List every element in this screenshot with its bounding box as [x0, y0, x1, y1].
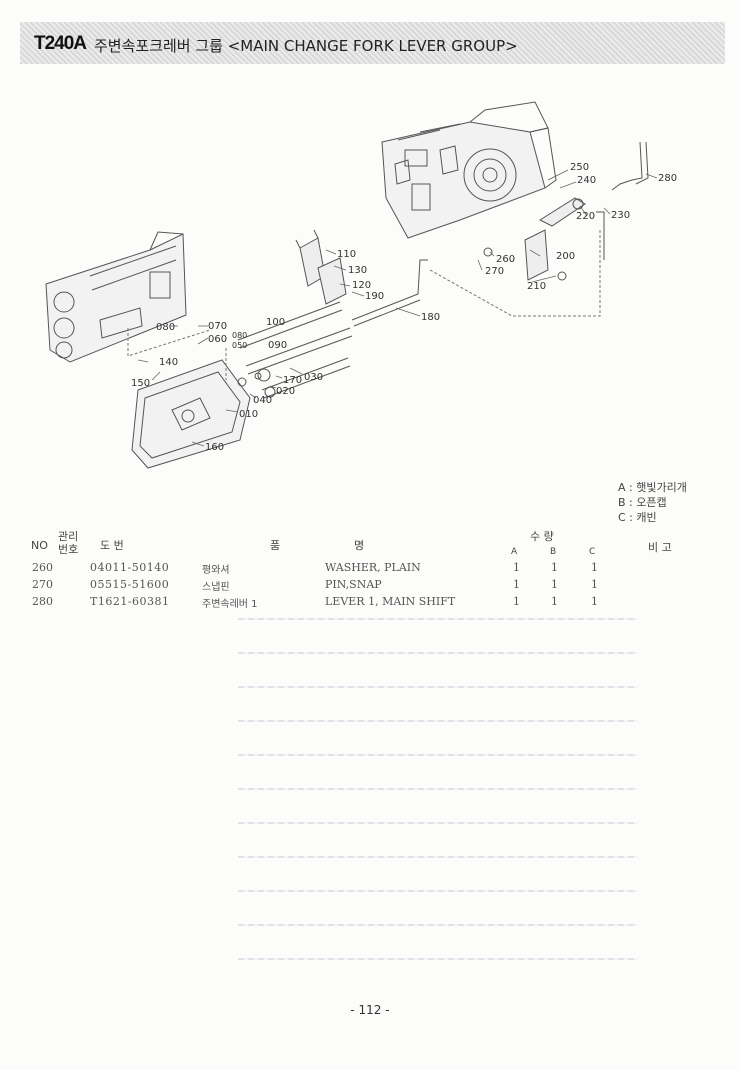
- callout-220: 220: [576, 211, 595, 222]
- row-rule: [238, 890, 638, 892]
- callout-240: 240: [577, 175, 596, 186]
- header-name-a: 품: [270, 539, 281, 552]
- legend-a: A : 햇빛가리개: [618, 481, 687, 494]
- callout-120: 120: [352, 280, 371, 291]
- header-qty: 수 량: [530, 530, 554, 543]
- callout-230: 230: [611, 210, 630, 221]
- row-rule: [238, 652, 638, 654]
- callout-200: 200: [556, 251, 575, 262]
- callout-040: 040: [253, 395, 272, 406]
- cell-qty-a: 1: [513, 578, 520, 591]
- cell-qty-a: 1: [513, 561, 520, 574]
- callout-070: 070: [208, 321, 227, 332]
- table-row: 270 05515-51600 스냅핀 PIN,SNAP 1 1 1: [0, 578, 740, 594]
- header-mgmt-bottom: 번호: [58, 543, 79, 556]
- row-rule: [238, 822, 638, 824]
- callout-160: 160: [205, 442, 224, 453]
- row-rule: [238, 924, 638, 926]
- cell-name-en: LEVER 1, MAIN SHIFT: [325, 595, 456, 608]
- table-row: 260 04011-50140 평와셔 WASHER, PLAIN 1 1 1: [0, 561, 740, 577]
- header-no: NO: [31, 539, 48, 552]
- callout-250: 250: [570, 162, 589, 173]
- row-rule: [238, 618, 638, 620]
- cell-qty-c: 1: [591, 561, 598, 574]
- cover-plate-drawing: [131, 359, 251, 469]
- callout-180: 180: [421, 312, 440, 323]
- cell-qty-b: 1: [551, 578, 558, 591]
- callout-090: 090: [268, 340, 287, 351]
- exploded-parts-diagram: 250 240 280 220 230 200 260 270 210 110 …: [45, 101, 677, 469]
- header-name-b: 명: [354, 539, 365, 552]
- table-row: 280 T1621-60381 주변속레버 1 LEVER 1, MAIN SH…: [0, 595, 740, 611]
- callout-130: 130: [348, 265, 367, 276]
- cell-part-no: T1621-60381: [90, 595, 170, 608]
- row-rule: [238, 754, 638, 756]
- cell-part-no: 05515-51600: [90, 578, 170, 591]
- cell-qty-b: 1: [551, 595, 558, 608]
- rod-drawing: [351, 259, 428, 321]
- cell-name-kr: 평와셔: [202, 565, 230, 576]
- group-code: T240A: [34, 33, 87, 54]
- callout-280: 280: [658, 173, 677, 184]
- callout-060: 060: [208, 334, 227, 345]
- cell-qty-b: 1: [551, 561, 558, 574]
- header-mgmt-top: 관리: [58, 530, 79, 543]
- page-header: T240A 주변속포크레버 그룹 <MAIN CHANGE FORK LEVER…: [20, 22, 725, 64]
- fork-housing-drawing: [45, 231, 187, 363]
- callout-050: 050: [232, 341, 247, 350]
- row-rule: [238, 686, 638, 688]
- row-rule: [238, 958, 638, 960]
- callout-110: 110: [337, 249, 356, 260]
- cell-qty-c: 1: [591, 578, 598, 591]
- cell-name-en: WASHER, PLAIN: [325, 561, 421, 574]
- variant-legend: A : 햇빛가리개 B : 오픈캡 C : 캐빈: [618, 480, 687, 525]
- callout-170: 170: [283, 375, 302, 386]
- header-remark: 비 고: [648, 541, 672, 554]
- callout-140: 140: [159, 357, 178, 368]
- shift-rods-drawing: [237, 229, 353, 399]
- cell-name-kr: 주변속레버 1: [202, 599, 258, 610]
- callout-020: 020: [276, 386, 295, 397]
- cell-no: 270: [32, 578, 53, 591]
- row-rule: [238, 856, 638, 858]
- callout-080a: 080: [156, 322, 175, 333]
- callout-190: 190: [365, 291, 384, 302]
- cell-no: 260: [32, 561, 53, 574]
- callout-080b: 080: [232, 331, 247, 340]
- callout-010: 010: [239, 409, 258, 420]
- cell-qty-c: 1: [591, 595, 598, 608]
- shift-lever-drawing: [483, 141, 649, 281]
- cell-qty-a: 1: [513, 595, 520, 608]
- cell-no: 280: [32, 595, 53, 608]
- cell-name-en: PIN,SNAP: [325, 578, 382, 591]
- callout-100: 100: [266, 317, 285, 328]
- callout-210: 210: [527, 281, 546, 292]
- row-rule: [238, 720, 638, 722]
- legend-c: C : 캐빈: [618, 511, 657, 524]
- callout-150: 150: [131, 378, 150, 389]
- header-qty-b: B: [550, 547, 557, 557]
- cell-part-no: 04011-50140: [90, 561, 170, 574]
- cell-name-kr: 스냅핀: [202, 582, 230, 593]
- header-qty-c: C: [589, 547, 596, 557]
- transmission-case-drawing: [381, 101, 557, 239]
- row-rule: [238, 788, 638, 790]
- callout-030: 030: [304, 372, 323, 383]
- header-part-no: 도 번: [100, 539, 124, 552]
- group-title: 주변속포크레버 그룹 <MAIN CHANGE FORK LEVER GROUP…: [94, 37, 518, 55]
- header-qty-a: A: [511, 547, 518, 557]
- callout-270: 270: [485, 266, 504, 277]
- legend-b: B : 오픈캡: [618, 496, 667, 509]
- callout-260: 260: [496, 254, 515, 265]
- page-number: - 112 -: [350, 1003, 390, 1017]
